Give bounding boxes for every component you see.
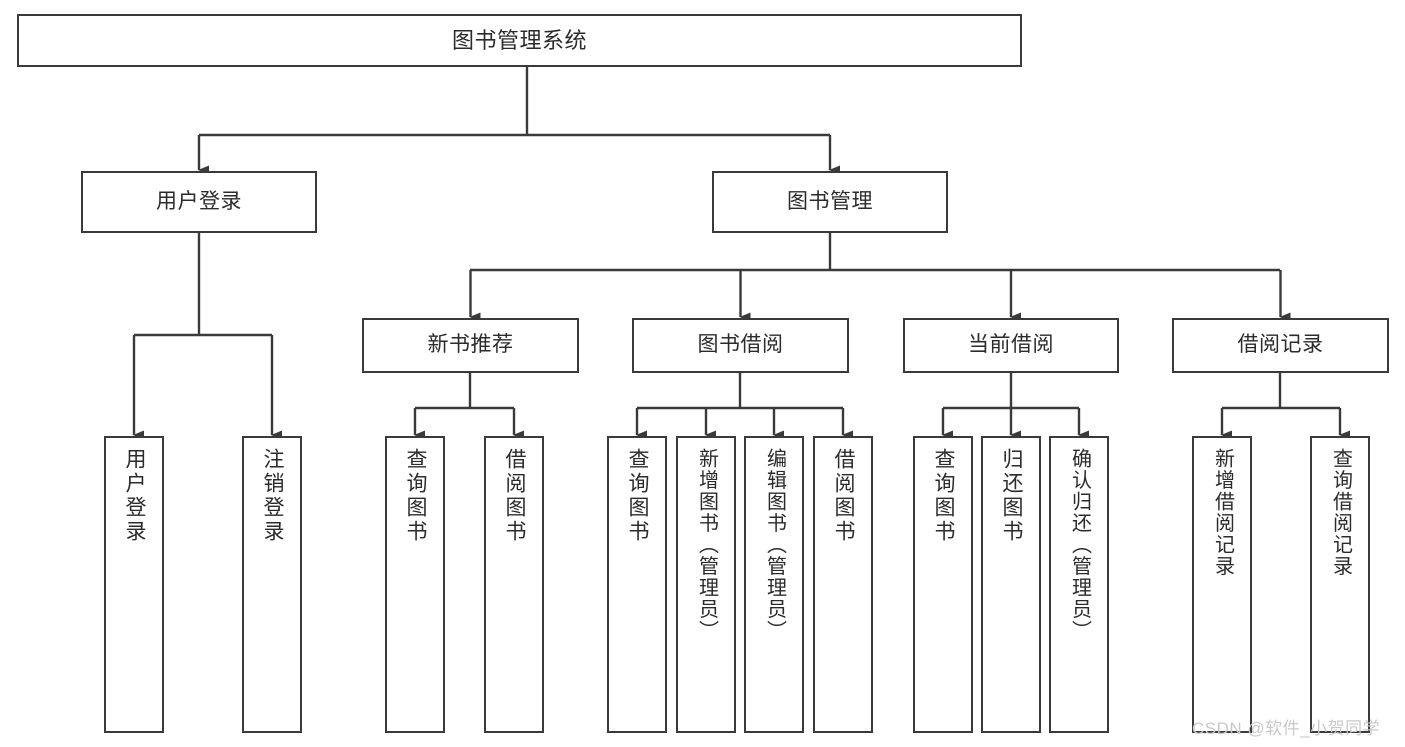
node-label: 图书管理	[787, 189, 873, 213]
node-label: 图书借阅	[697, 333, 784, 357]
node-login[interactable]: 用户登录	[81, 171, 317, 233]
node-label: 图书管理系统	[451, 27, 587, 53]
node-bookmgmt[interactable]: 图书管理	[712, 171, 948, 233]
node-leaf-borrow-4[interactable]: 借阅图书	[813, 436, 873, 733]
node-leaf-cur-3[interactable]: 确认归还（管理员）	[1049, 436, 1109, 733]
node-newbook[interactable]: 新书推荐	[362, 318, 579, 373]
node-label: 查询借阅记录	[1329, 448, 1352, 577]
node-label: 当前借阅	[968, 333, 1054, 357]
node-label: 确认归还（管理员）	[1068, 448, 1091, 642]
node-leaf-login-1[interactable]: 用户登录	[104, 436, 164, 733]
node-leaf-rec-2[interactable]: 查询借阅记录	[1310, 436, 1370, 733]
node-label: 借阅记录	[1237, 333, 1324, 357]
node-leaf-cur-2[interactable]: 归还图书	[981, 436, 1041, 733]
node-records[interactable]: 借阅记录	[1172, 318, 1389, 373]
node-label: 查询图书	[404, 448, 428, 544]
node-label: 归还图书	[1000, 448, 1024, 544]
node-leaf-new-1[interactable]: 查询图书	[385, 436, 445, 733]
node-label: 借阅图书	[832, 448, 856, 544]
node-label: 注销登录	[261, 448, 285, 544]
node-label: 查询图书	[626, 448, 650, 544]
node-label: 新增借阅记录	[1211, 448, 1234, 577]
node-leaf-login-2[interactable]: 注销登录	[242, 436, 302, 733]
node-leaf-cur-1[interactable]: 查询图书	[913, 436, 973, 733]
node-leaf-borrow-1[interactable]: 查询图书	[607, 436, 667, 733]
node-label: 新书推荐	[427, 333, 514, 357]
node-leaf-borrow-3[interactable]: 编辑图书（管理员）	[744, 436, 804, 733]
node-label: 用户登录	[156, 189, 242, 213]
node-leaf-borrow-2[interactable]: 新增图书（管理员）	[676, 436, 736, 733]
node-label: 借阅图书	[503, 448, 527, 544]
node-leaf-new-2[interactable]: 借阅图书	[484, 436, 544, 733]
node-root[interactable]: 图书管理系统	[17, 14, 1022, 67]
node-borrow[interactable]: 图书借阅	[632, 318, 849, 373]
node-leaf-rec-1[interactable]: 新增借阅记录	[1192, 436, 1252, 733]
node-label: 用户登录	[123, 448, 147, 544]
node-label: 查询图书	[932, 448, 956, 544]
csdn-watermark: CSDN @软件_小贺同学	[1192, 719, 1381, 738]
node-label: 新增图书（管理员）	[695, 448, 718, 642]
node-label: 编辑图书（管理员）	[763, 448, 786, 642]
node-current[interactable]: 当前借阅	[903, 318, 1119, 373]
